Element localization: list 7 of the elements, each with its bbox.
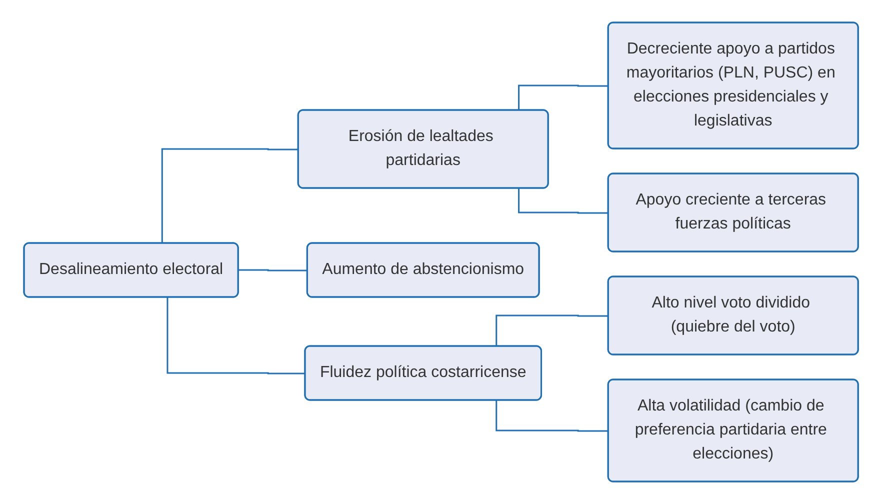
connector [167, 298, 306, 374]
connector [496, 400, 610, 432]
connector [518, 188, 610, 214]
connector [238, 269, 308, 272]
connector [496, 314, 610, 346]
connector [162, 148, 300, 244]
connector [518, 84, 610, 110]
